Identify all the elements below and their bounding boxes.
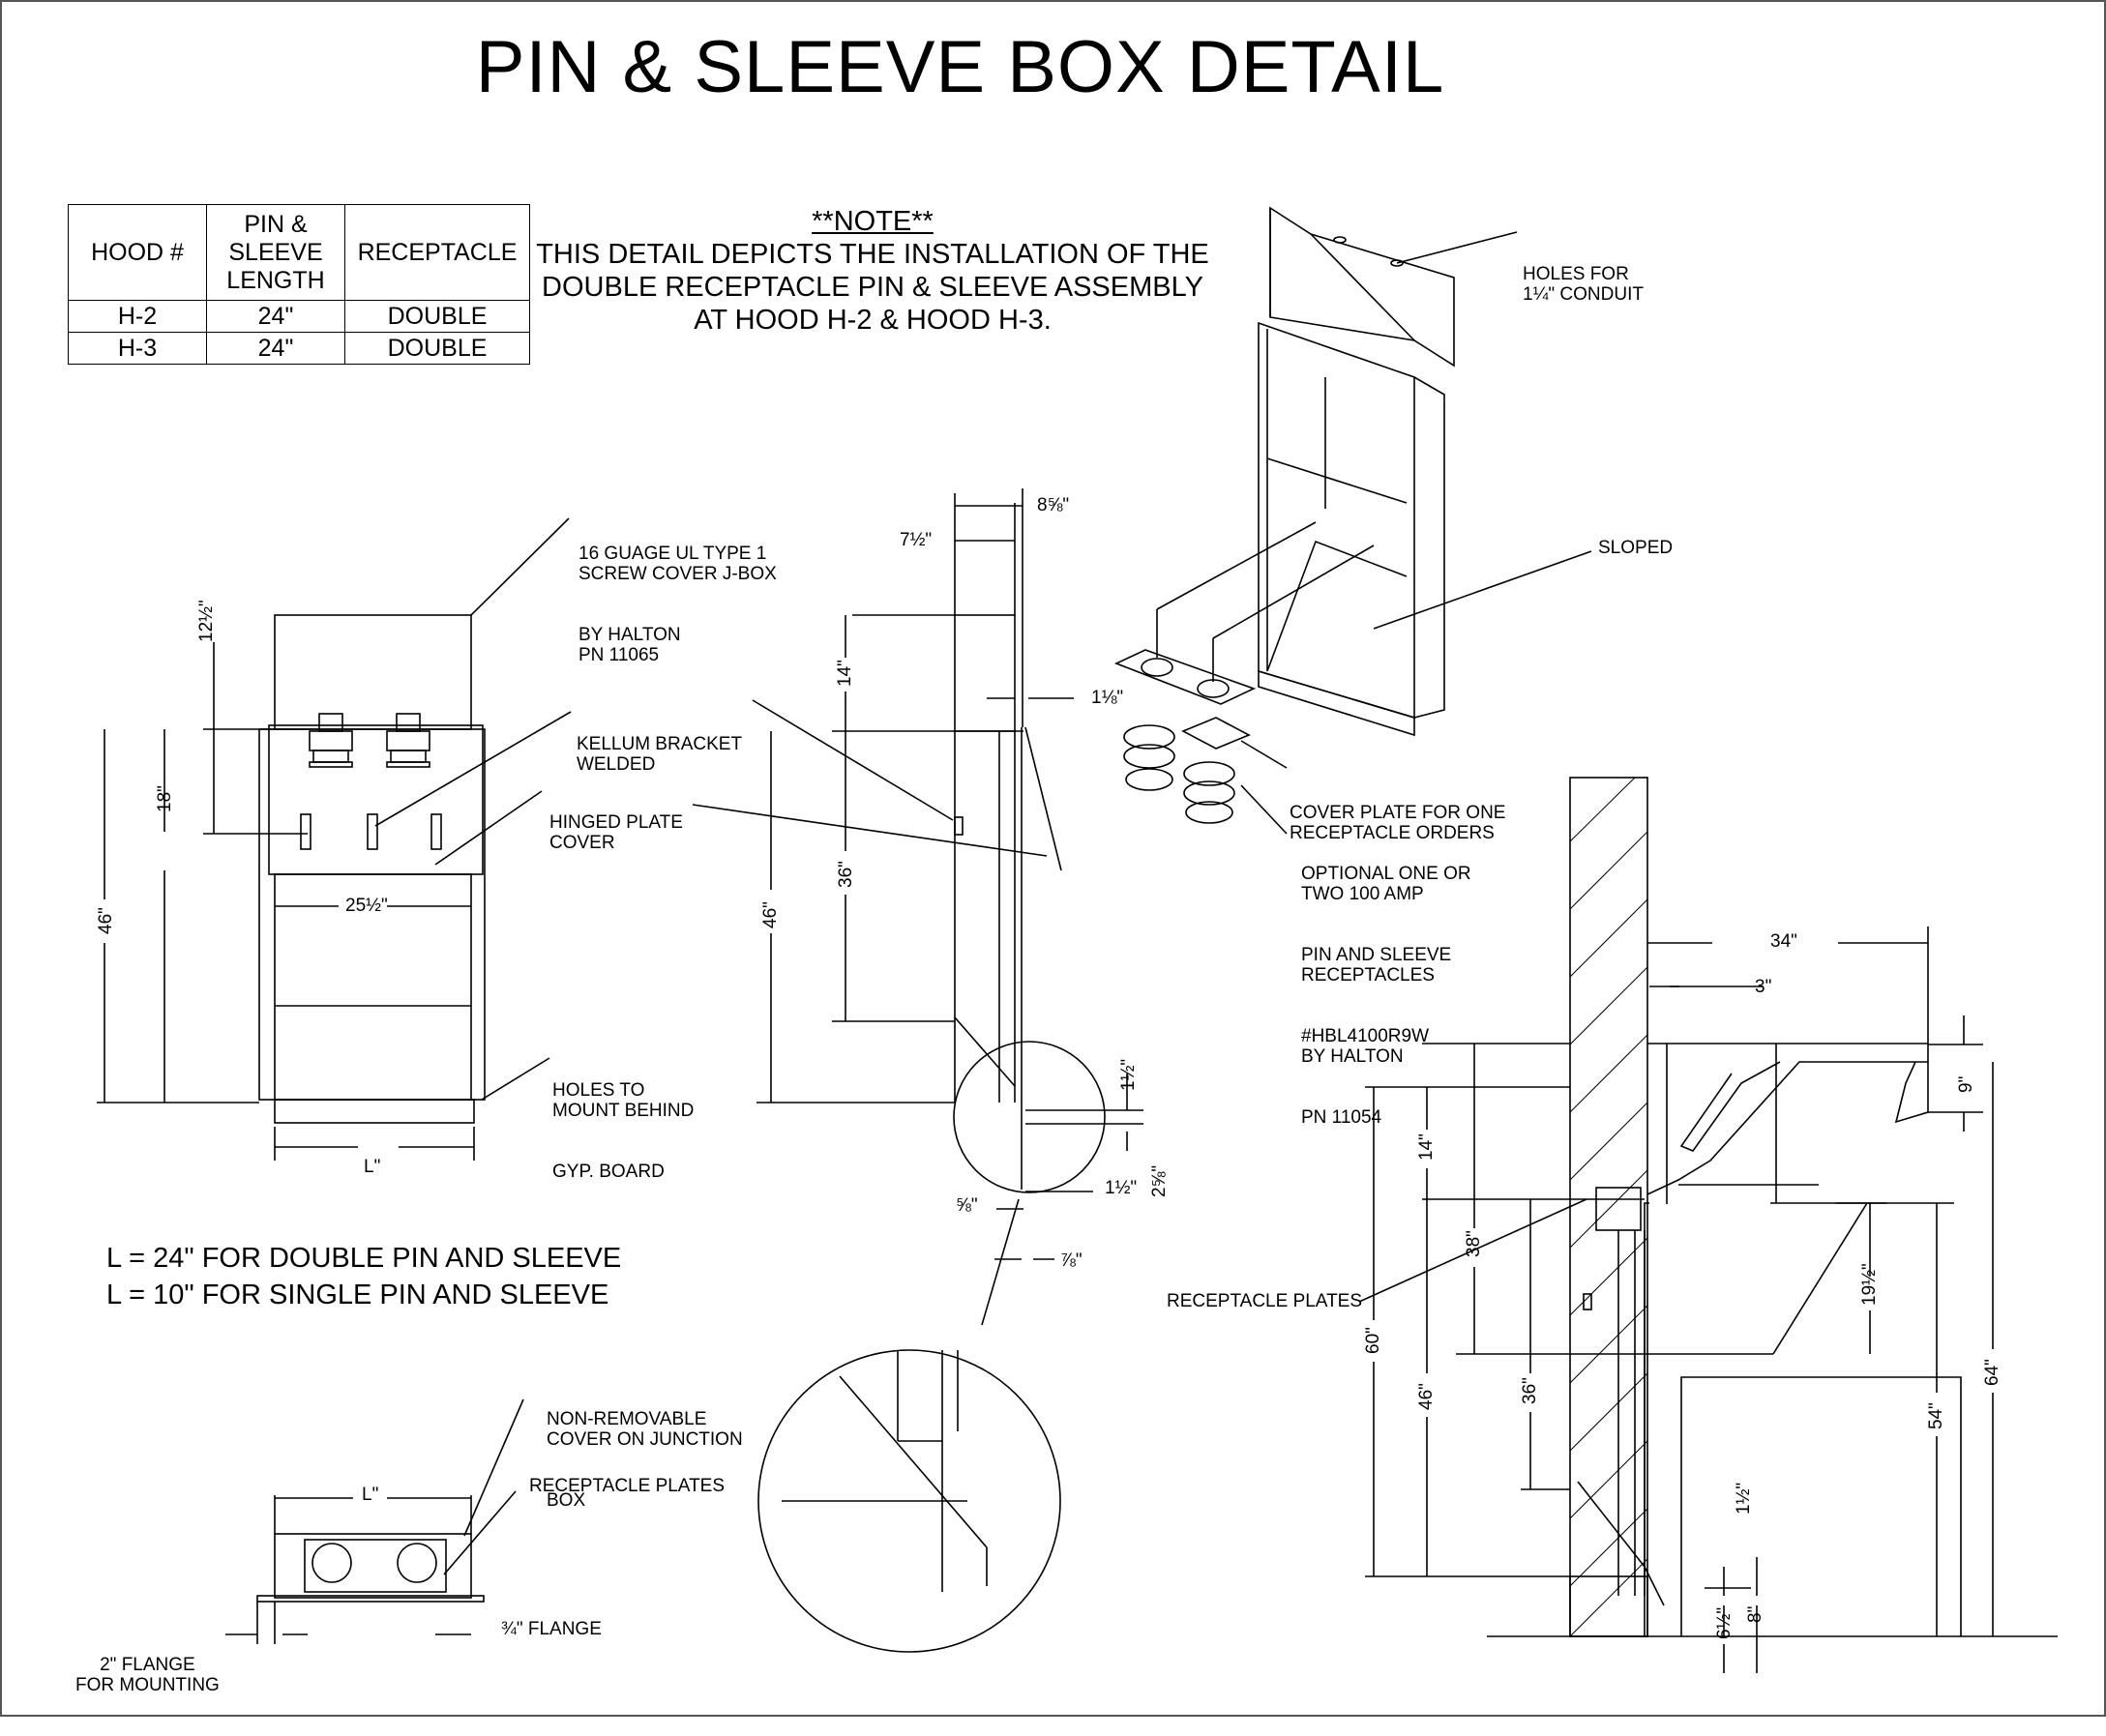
enlarged-detail: [757, 1349, 1061, 1653]
dim-label: 19½": [1859, 1263, 1880, 1306]
dim-label: ⅝": [956, 1195, 978, 1216]
dim-label: 1½": [1734, 1482, 1754, 1515]
dim-label: 46": [1416, 1383, 1437, 1410]
installation-note: **NOTE** THIS DETAIL DEPICTS THE INSTALL…: [534, 205, 1211, 337]
table-cell: 24": [206, 300, 345, 333]
dim-label: 1½": [1118, 1058, 1139, 1091]
note-line: DOUBLE RECEPTACLE PIN & SLEEVE ASSEMBLY: [542, 272, 1203, 303]
dim-label: 8": [1745, 1605, 1765, 1623]
length-equation-double: L = 24" FOR DOUBLE PIN AND SLEEVE: [106, 1243, 622, 1274]
dim-label: 64": [1982, 1359, 2002, 1386]
side-view: [692, 488, 1143, 1326]
dim-label: 54": [1926, 1402, 1946, 1429]
dim-label: 38": [1464, 1230, 1484, 1257]
dim-label: L": [362, 1485, 379, 1505]
flange-three-quarter-callout: ¾" FLANGE: [501, 1619, 602, 1639]
dim-label: 36": [1520, 1377, 1540, 1404]
note-header: **NOTE**: [812, 206, 934, 237]
dim-label: 1½": [1105, 1178, 1138, 1198]
bottom-view: [225, 1398, 524, 1644]
dim-label: 1⅛": [1091, 688, 1124, 708]
column-header-length: PIN & SLEEVE LENGTH: [206, 204, 345, 301]
dim-label: 8⅝": [1037, 495, 1070, 515]
dim-label: 7½": [900, 530, 933, 550]
dim-label: 18": [155, 785, 175, 812]
dim-label: 9": [1956, 1075, 1976, 1093]
table-row: H-2 24" DOUBLE: [68, 300, 530, 333]
dim-label: 34": [1770, 931, 1797, 952]
table-row: H-3 24" DOUBLE: [68, 332, 530, 365]
length-equation-single: L = 10" FOR SINGLE PIN AND SLEEVE: [106, 1280, 609, 1310]
section-view: [1358, 777, 2058, 1673]
column-header-hood: HOOD #: [68, 204, 207, 301]
dim-label: 14": [835, 660, 855, 687]
table-cell: DOUBLE: [344, 300, 530, 333]
front-view: [97, 517, 572, 1161]
table-cell: H-2: [68, 300, 207, 333]
table-header-row: HOOD # PIN & SLEEVE LENGTH RECEPTACLE: [68, 204, 530, 301]
receptacle-plates-section-callout: RECEPTACLE PLATES: [1167, 1291, 1363, 1311]
dim-label: 12½": [196, 600, 217, 642]
table-cell: 24": [206, 332, 345, 365]
table-cell: H-3: [68, 332, 207, 365]
dim-label: 36": [836, 861, 856, 888]
dim-label: 2⅝": [1149, 1164, 1170, 1197]
receptacle-plates-callout: RECEPTACLE PLATES: [529, 1476, 726, 1496]
note-line: AT HOOD H-2 & HOOD H-3.: [694, 305, 1052, 336]
column-header-receptacle: RECEPTACLE: [344, 204, 530, 301]
dim-label: 14": [1416, 1133, 1437, 1161]
hood-schedule-table: HOOD # PIN & SLEEVE LENGTH RECEPTACLE H-…: [68, 204, 530, 365]
sloped-callout: SLOPED: [1598, 538, 1674, 558]
dim-label: 25½": [345, 896, 388, 916]
dim-label: 6½": [1714, 1606, 1735, 1639]
page-title: PIN & SLEEVE BOX DETAIL: [475, 26, 1445, 108]
dim-label: ⅞": [1060, 1251, 1083, 1271]
dim-label: 60": [1363, 1327, 1383, 1354]
dim-label: 46": [96, 907, 116, 934]
table-cell: DOUBLE: [344, 332, 530, 365]
dim-label: 3": [1755, 977, 1772, 997]
dim-label: 46": [760, 901, 781, 928]
note-line: THIS DETAIL DEPICTS THE INSTALLATION OF …: [536, 239, 1209, 270]
isometric-view: [1113, 206, 1592, 835]
dim-label: L": [364, 1157, 381, 1177]
